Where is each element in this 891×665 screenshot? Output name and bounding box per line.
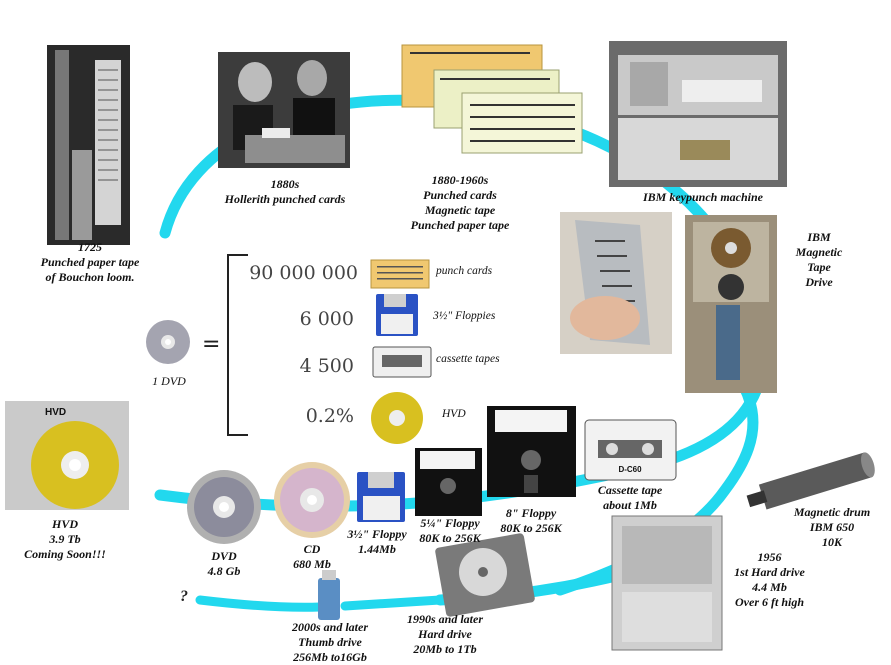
dvd-equivalence-label: 1 DVD (152, 374, 186, 388)
cd-photo (274, 462, 350, 538)
caption-tape-drive: IBM Magnetic Tape Drive (795, 230, 843, 289)
magnetic-drum-photo (746, 452, 875, 510)
cassette-photo: D-C60 (584, 419, 677, 481)
caption-thumb-drive: 2000s and later Thumb drive 256Mb to16Gb (291, 620, 368, 664)
caption-keypunch: IBM keypunch machine (642, 190, 763, 204)
equivalence-unit: cassette tapes (436, 353, 500, 365)
hollerith-photo (218, 52, 350, 168)
punched-cards-photo (401, 44, 583, 154)
loom-photo (47, 45, 130, 245)
caption-hollerith: 1880s Hollerith punched cards (224, 177, 346, 206)
cassette-small-photo (372, 346, 432, 378)
caption-question: ? (180, 588, 188, 605)
timeline-thumb-2 (340, 595, 445, 611)
paper-tape-hand-photo (560, 212, 672, 354)
hvd-logo-text: HVD (45, 407, 66, 418)
punch-card-small-photo (370, 259, 430, 289)
floppy-35-photo (357, 472, 405, 522)
hvd-photo: HVD (5, 401, 129, 510)
equivalence-value: 4 500 (299, 355, 354, 377)
hard-drive-photo (435, 533, 535, 617)
caption-punched-cards: 1880-1960s Punched cards Magnetic tape P… (410, 173, 510, 232)
floppy-35-small-photo (376, 294, 418, 336)
caption-dvd: DVD 4.8 Gb (207, 549, 241, 578)
floppy-8-photo (487, 406, 576, 497)
dvd-small-photo (146, 320, 190, 364)
timeline-thumb (195, 595, 325, 612)
thumb-drive-photo (318, 570, 340, 620)
caption-floppy-35: 3½" Floppy 1.44Mb (347, 527, 407, 556)
equivalence-value: 6 000 (299, 308, 354, 330)
equivalence-unit: HVD (442, 408, 466, 420)
floppy-525-photo (415, 448, 482, 516)
caption-hvd: HVD 3.9 Tb Coming Soon!!! (24, 517, 106, 561)
ibm-350-photo (611, 515, 723, 651)
caption-hard-drive-1956: 1956 1st Hard drive 4.4 Mb Over 6 ft hig… (734, 550, 805, 609)
equivalence-value: 90 000 000 (249, 262, 358, 284)
equivalence-unit: punch cards (436, 265, 493, 277)
keypunch-photo (609, 41, 787, 187)
tape-drive-photo (685, 215, 777, 393)
caption-paper-tape: 1725 Punched paper tape of Bouchon loom. (40, 240, 140, 284)
equivalence-value: 0.2% (305, 405, 354, 427)
dvd-photo (187, 470, 261, 544)
caption-cd: CD 680 Mb (293, 542, 331, 571)
cassette-label-text: D-C60 (618, 465, 642, 474)
caption-magnetic-drum: Magnetic drum IBM 650 10K (793, 505, 871, 549)
caption-hard-drive-1990s: 1990s and later Hard drive 20Mb to 1Tb (406, 612, 483, 656)
hvd-small-photo (371, 392, 423, 444)
equivalence-unit: 3½" Floppies (433, 310, 496, 322)
equivalence-bracket (227, 254, 248, 436)
caption-cassette: Cassette tape about 1Mb (597, 483, 663, 512)
caption-floppy-525: 5¼" Floppy 80K to 256K (419, 516, 481, 545)
equals-sign: = (202, 332, 221, 357)
caption-floppy-8: 8" Floppy 80K to 256K (500, 506, 562, 535)
